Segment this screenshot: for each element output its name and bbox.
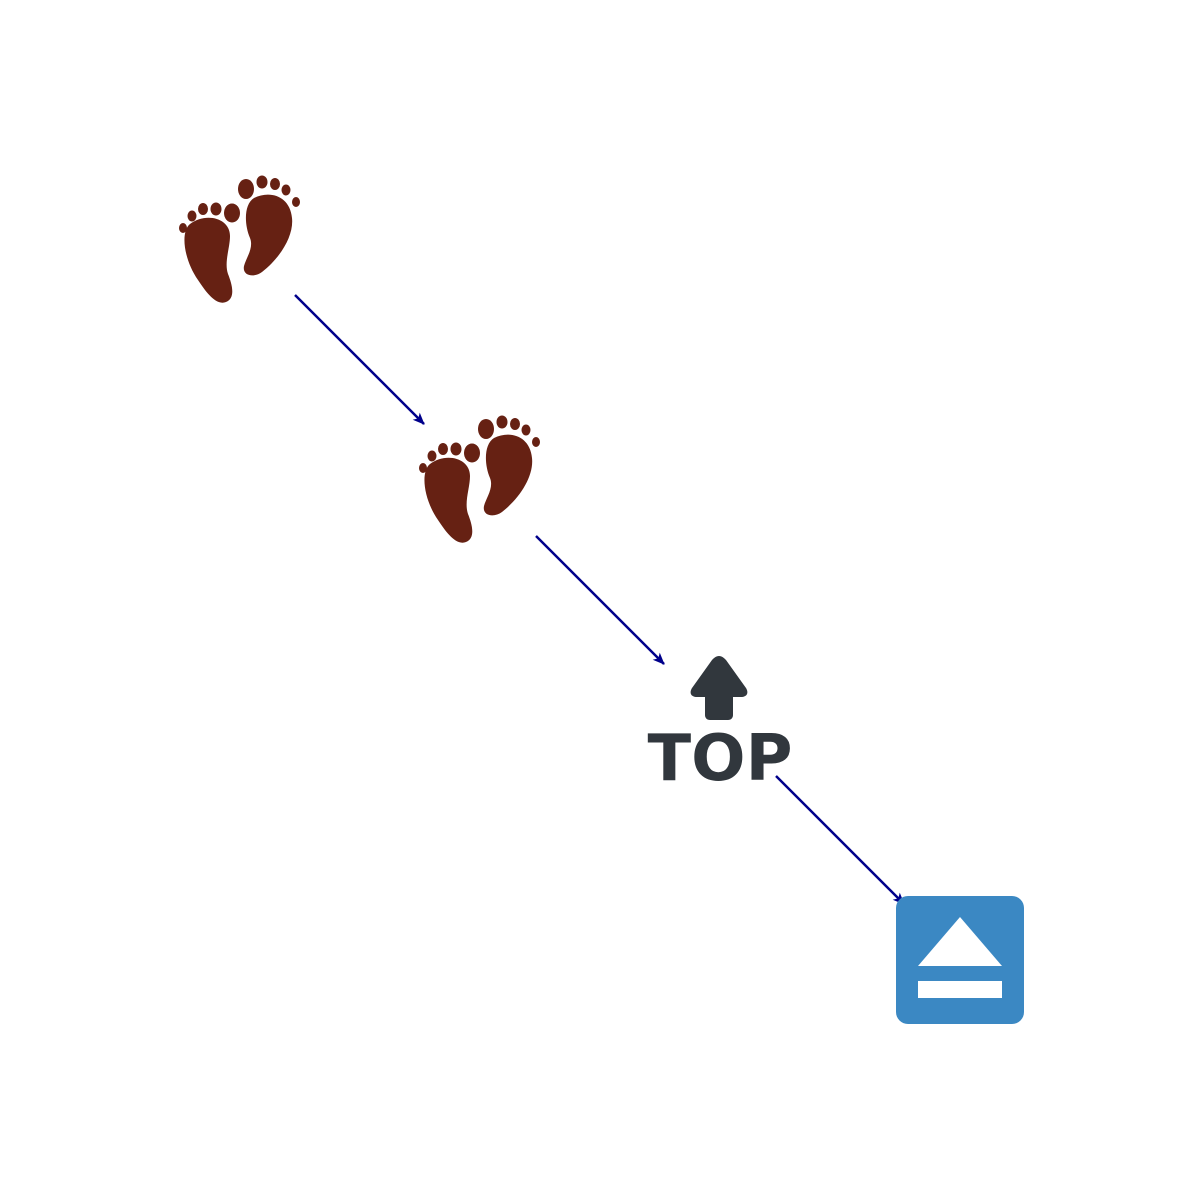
edge-top-arrow-to-eject xyxy=(775,775,905,905)
top-arrow-icon: TOP xyxy=(648,656,793,796)
edge-footprints-2-to-top-arrow xyxy=(535,535,665,665)
footprints-icon xyxy=(419,415,540,543)
top-label: TOP xyxy=(648,722,793,796)
eject-button-icon xyxy=(896,896,1024,1024)
edge-footprints-1-to-footprints-2 xyxy=(294,294,425,425)
footprints-icon xyxy=(179,175,300,303)
